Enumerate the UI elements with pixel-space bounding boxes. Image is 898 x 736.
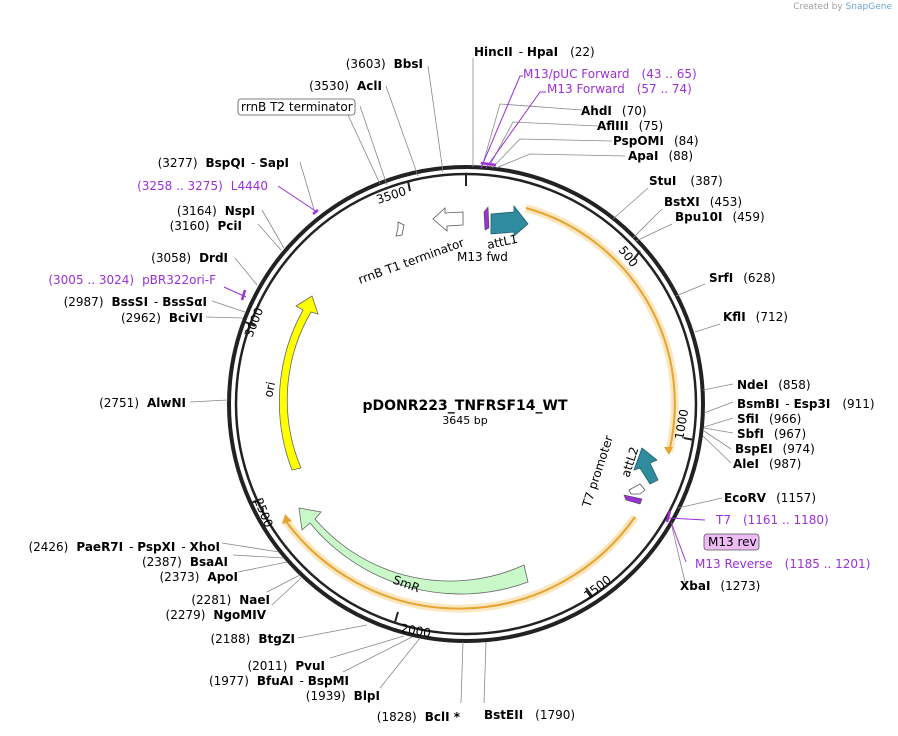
snapgene-brand: SnapGene — [845, 2, 892, 12]
rrnb-t1-label: rrnB T1 terminator — [356, 235, 466, 286]
enzyme-nspi: (3164)NspI — [177, 204, 255, 218]
enzyme-ecorv: EcoRV(1157) — [724, 491, 816, 505]
m13-rev-box-label: M13 rev — [708, 535, 757, 549]
snapgene-credit: Created by SnapGene — [793, 2, 892, 12]
tick-label-2000: 2000 — [399, 621, 432, 640]
tick-500 — [633, 250, 641, 260]
tick-label-1000: 1000 — [672, 408, 691, 441]
primer-t7: T7(1161 .. 1180) — [715, 513, 829, 527]
primer-m13-puc-forward: M13/pUC Forward(43 .. 65) — [523, 67, 697, 81]
enzyme-pvui: (2011)PvuI — [247, 659, 325, 673]
enzyme-ngomiv: (2279)NgoMIV — [166, 608, 267, 622]
orf-arrowhead — [664, 447, 673, 455]
m13-fwd-marker — [483, 206, 490, 231]
enzyme-bstxi: BstXI(453) — [664, 195, 742, 209]
t7-promoter-feature — [628, 483, 646, 495]
enzyme-hincii-hpai: HincII- HpaI(22) — [474, 45, 595, 59]
enzyme-alei: AleI(987) — [733, 457, 801, 471]
enzyme-xbai: XbaI(1273) — [680, 579, 760, 593]
rrnb-t2-label: rrnB T2 terminator — [241, 100, 353, 114]
tick-3000 — [244, 321, 256, 327]
ori-label: ori — [261, 380, 278, 398]
rrnb-t1-feature — [432, 207, 464, 232]
enzyme-drdi: (3058)DrdI — [151, 251, 228, 265]
tick-marks — [244, 174, 695, 623]
enzyme-apai: ApaI(88) — [628, 149, 693, 163]
primer-pbr322ori-f: (3005 .. 3024)pBR322ori-F — [48, 273, 216, 287]
enzyme-naei: (2281)NaeI — [191, 593, 270, 607]
backbone-outer — [227, 165, 705, 643]
enzyme-bsaai: (2387)BsaAI — [142, 555, 228, 569]
enzyme-bspqi-sapi: (3277)BspQI- SapI — [158, 156, 289, 170]
enzyme-bcli: (1828)BclI * — [377, 710, 461, 724]
enzyme-bsssi-bsssai: (2987)BssSI- BssSαI — [64, 295, 207, 309]
enzyme-bcivi: (2962)BciVI — [121, 311, 203, 325]
tick-2500 — [250, 498, 262, 504]
ori-feature — [278, 295, 319, 471]
smr-arc-arrowhead — [282, 514, 292, 524]
tick-3500 — [407, 180, 411, 192]
tick-label-3500: 3500 — [375, 184, 408, 207]
enzyme-ndei: NdeI(858) — [737, 378, 811, 392]
plasmid-length: 3645 bp — [442, 414, 487, 427]
attl2-feature — [633, 447, 659, 485]
enzyme-bspei: BspEI(974) — [735, 442, 815, 456]
tick-label-1500: 1500 — [581, 573, 614, 603]
smr-arc — [284, 516, 636, 610]
leader-lines — [189, 58, 734, 704]
tick-1500 — [585, 587, 593, 597]
orf-arc-glow — [524, 204, 679, 453]
enzyme-ahdi: AhdI(70) — [581, 104, 647, 118]
m13-rev-marker — [623, 494, 643, 505]
enzyme-stui: StuI(387) — [649, 174, 723, 188]
enzyme-bsmbi-esp3i: BsmBI- Esp3I(911) — [737, 397, 875, 411]
enzyme-btgzi: (2188)BtgZI — [210, 632, 295, 646]
m13-rev-box — [703, 533, 760, 551]
enzyme-blpi: (1939)BlpI — [306, 689, 380, 703]
tick-2000 — [394, 611, 399, 623]
t7-promoter-label: T7 promoter — [579, 434, 616, 510]
tick-1000 — [683, 437, 695, 441]
enzyme-bbsi: (3603)BbsI — [346, 57, 423, 71]
rrnb-t2-box — [237, 98, 356, 116]
attl1-label: attL1 — [486, 232, 519, 252]
enzyme-bsteii: BstEII(1790) — [484, 708, 575, 722]
primer-m13-reverse: M13 Reverse(1185 .. 1201) — [695, 557, 870, 571]
enzyme-pspomi: PspOMI(84) — [613, 134, 699, 148]
enzyme-bpu10i: Bpu10I(459) — [675, 210, 765, 224]
enzyme-paer7i-pspxi-xhoi: (2426)PaeR7I- PspXI- XhoI — [28, 540, 220, 554]
enzyme-pcii: (3160)PciI — [170, 219, 242, 233]
enzyme-kfli: KflI(712) — [723, 310, 788, 324]
rrnb-t2-marker — [395, 221, 405, 237]
enzyme-srfi: SrfI(628) — [709, 271, 776, 285]
enzyme-bfuai-bspmi: (1977)BfuAI- BspMI — [209, 674, 349, 688]
attl1-feature — [490, 204, 529, 237]
enzyme-sbfi: SbfI(967) — [737, 427, 806, 441]
enzyme-sfii: SfiI(966) — [737, 412, 801, 426]
enzyme-afliii: AflIII(75) — [597, 119, 663, 133]
orf-arc — [525, 207, 676, 453]
smr-label: SmR — [391, 573, 422, 596]
smr-feature — [298, 507, 529, 595]
m13-fwd-label: M13 fwd — [457, 250, 508, 264]
tick-label-3000: 3000 — [242, 306, 266, 340]
enzyme-alwni: (2751)AlwNI — [99, 396, 186, 410]
enzyme-acli: (3530)AclI — [309, 79, 382, 93]
primer-site-marks — [240, 161, 672, 523]
primer-l4440: (3258 .. 3275)L4440 — [137, 179, 268, 193]
primer-leaders — [223, 75, 706, 563]
primer-m13-forward: M13 Forward(57 .. 74) — [547, 82, 692, 96]
plasmid-name: pDONR223_TNFRSF14_WT — [363, 398, 568, 414]
enzyme-apoi: (2373)ApoI — [160, 570, 239, 584]
